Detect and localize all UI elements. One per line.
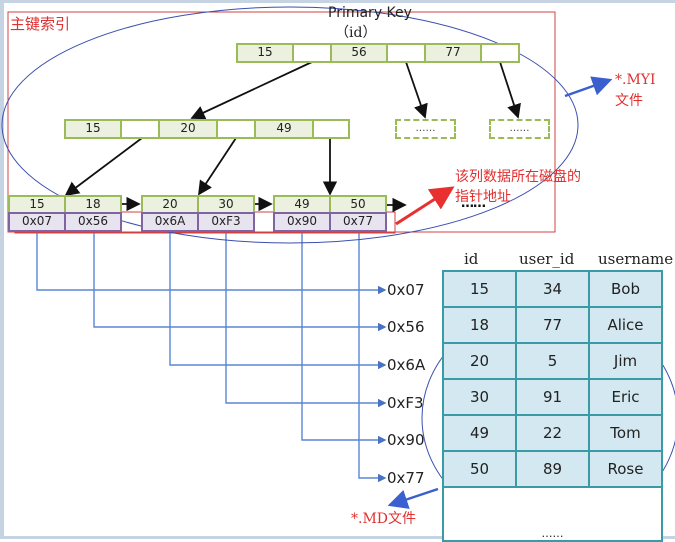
pointer-note-arrow	[395, 186, 455, 226]
primary-key-sub: （id）	[335, 25, 377, 41]
md-arrow	[387, 487, 439, 509]
connector-0x56	[93, 233, 387, 332]
window-bottom-border	[0, 536, 675, 539]
connector-0x90	[301, 233, 387, 445]
cell-username: Bob	[588, 270, 663, 308]
cell-user-id: 89	[515, 450, 590, 488]
myi-file-ellipse	[1, 6, 579, 244]
cell-user-id: 77	[515, 306, 590, 344]
cell-id: 30	[442, 378, 517, 416]
pointer-note-line2: 指针地址	[455, 189, 511, 205]
cell-id: 49	[442, 414, 517, 452]
primary-index-frame	[7, 11, 556, 233]
leaf-pointer: 0x77	[329, 212, 387, 232]
internal-to-leaf2-arrow	[198, 137, 237, 196]
myi-label-line1: *.MYI	[615, 72, 656, 88]
root-pointer	[292, 43, 332, 63]
md-file-label: *.MD文件	[351, 511, 417, 527]
table-row: 50 89 Rose	[442, 450, 663, 488]
cell-id: 20	[442, 342, 517, 380]
column-header-user-id: user_id	[519, 250, 575, 268]
root-pointer	[386, 43, 426, 63]
address-label: 0xF3	[387, 394, 424, 412]
leaf-pointer: 0x07	[8, 212, 66, 232]
cell-user-id: 34	[515, 270, 590, 308]
placeholder-node: ……	[489, 119, 550, 139]
internal-key: 15	[64, 119, 122, 139]
pointer-note-line1: 该列数据所在磁盘的	[455, 169, 581, 185]
leaf-pointer: 0x6A	[141, 212, 199, 232]
internal-key: 20	[158, 119, 218, 139]
connector-0xF3	[225, 233, 387, 408]
table-row: 49 22 Tom	[442, 414, 663, 452]
leaf-pointer: 0x56	[64, 212, 122, 232]
table-row: 20 5 Jim	[442, 342, 663, 380]
table-footer-ellipsis: ……	[442, 486, 663, 542]
myi-arrow	[564, 76, 613, 98]
cell-username: Eric	[588, 378, 663, 416]
index-title: 主键索引	[10, 15, 71, 33]
cell-username: Rose	[588, 450, 663, 488]
cell-id: 50	[442, 450, 517, 488]
leaf-pointer: 0xF3	[197, 212, 255, 232]
cell-user-id: 5	[515, 342, 590, 380]
address-label: 0x77	[387, 469, 425, 487]
md-data-table: 15 34 Bob 18 77 Alice 20 5 Jim 30 91 Eri…	[442, 270, 663, 542]
root-to-dots1-arrow	[405, 61, 428, 119]
internal-pointer	[312, 119, 350, 139]
table-row: 15 34 Bob	[442, 270, 663, 308]
column-header-id: id	[464, 250, 479, 268]
table-footer-row: ……	[442, 486, 663, 542]
connector-0x07	[36, 233, 387, 295]
connector-0x6A	[169, 233, 387, 370]
address-label: 0x07	[387, 281, 425, 299]
address-label: 0x90	[387, 431, 425, 449]
root-key: 77	[424, 43, 482, 63]
internal-key: 49	[254, 119, 314, 139]
cell-user-id: 22	[515, 414, 590, 452]
root-pointer	[480, 43, 520, 63]
internal-pointer	[120, 119, 160, 139]
address-label: 0x56	[387, 318, 425, 336]
window-left-border	[0, 0, 4, 539]
placeholder-node: ……	[395, 119, 456, 139]
internal-to-leaf1-arrow	[64, 137, 143, 197]
cell-username: Alice	[588, 306, 663, 344]
table-row: 30 91 Eric	[442, 378, 663, 416]
window-top-border	[0, 0, 675, 3]
root-to-dots2-arrow	[499, 61, 521, 119]
root-key: 56	[330, 43, 388, 63]
connector-0x77	[358, 233, 387, 483]
cell-user-id: 91	[515, 378, 590, 416]
leaf-ellipsis: ……	[461, 196, 486, 211]
root-key: 15	[236, 43, 294, 63]
leaf-pointer: 0x90	[273, 212, 331, 232]
table-row: 18 77 Alice	[442, 306, 663, 344]
cell-username: Jim	[588, 342, 663, 380]
column-header-username: username	[598, 250, 674, 268]
primary-key-label: Primary Key	[328, 5, 412, 21]
cell-id: 18	[442, 306, 517, 344]
cell-username: Tom	[588, 414, 663, 452]
myi-label-line2: 文件	[615, 93, 643, 109]
root-to-internal-arrow	[190, 61, 313, 120]
internal-pointer	[216, 119, 256, 139]
cell-id: 15	[442, 270, 517, 308]
address-label: 0x6A	[387, 356, 426, 374]
